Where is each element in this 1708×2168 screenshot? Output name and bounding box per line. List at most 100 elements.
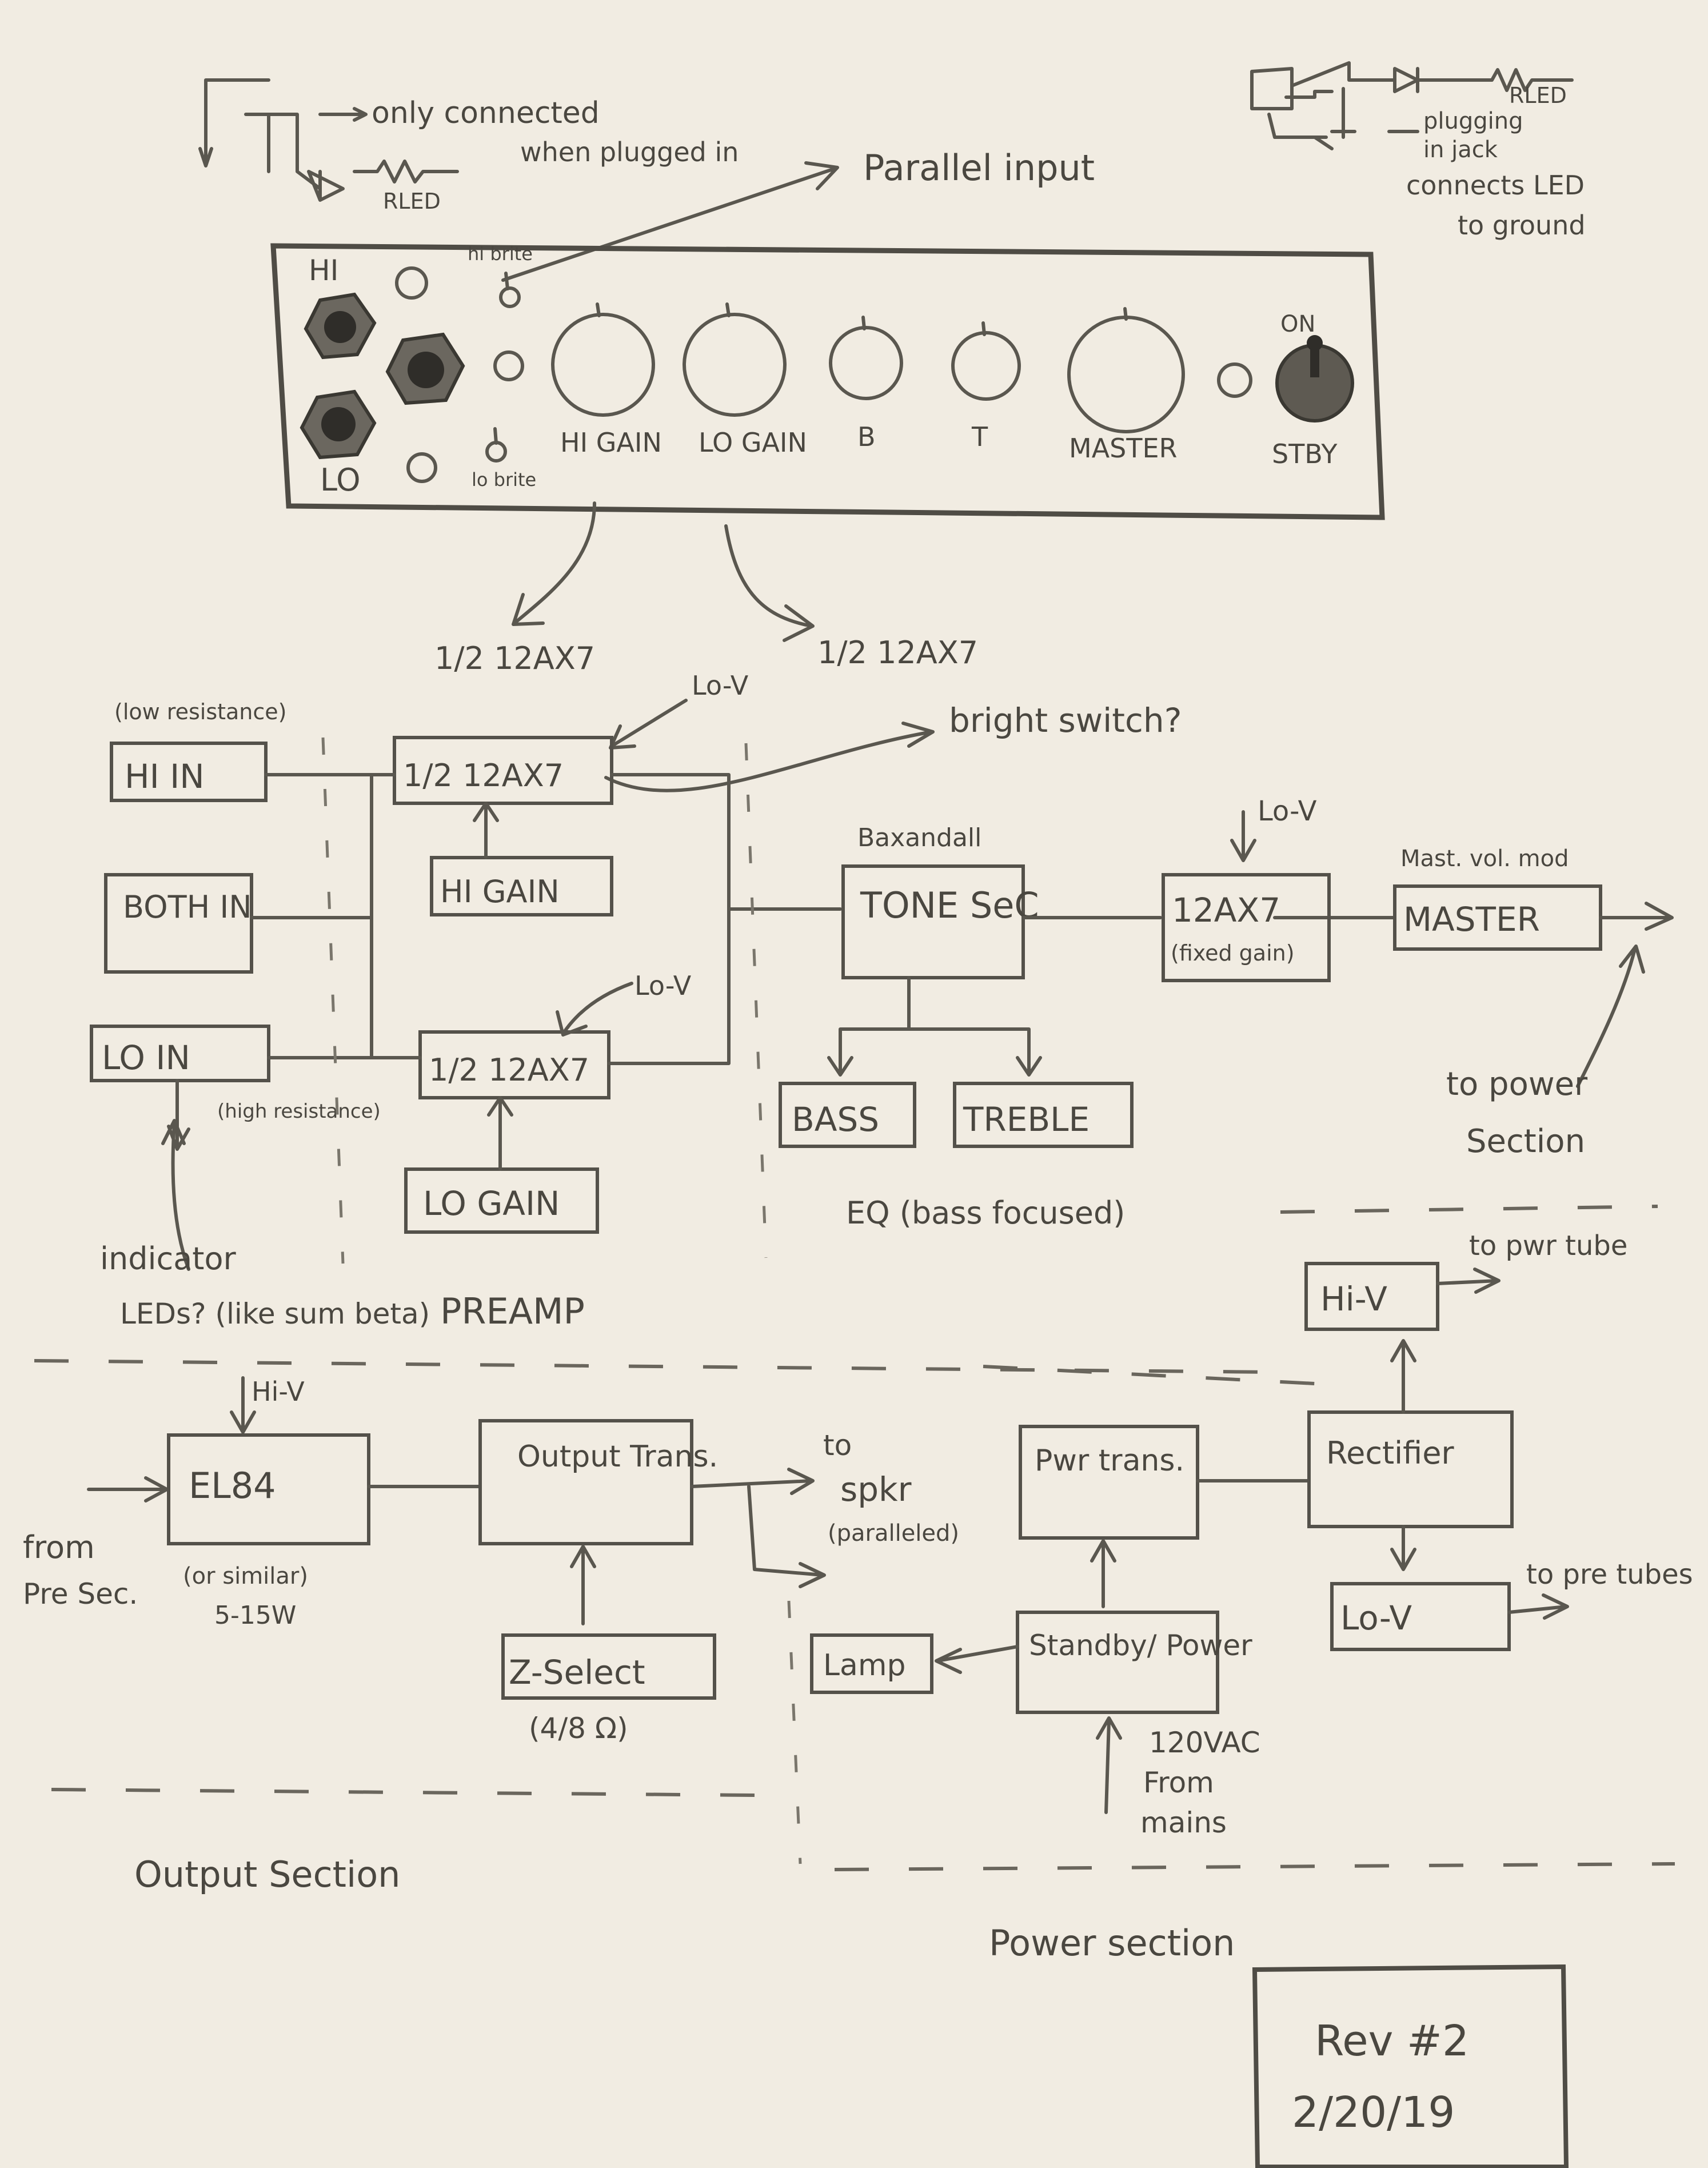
hi-in-block	[110, 742, 268, 802]
parallel-input-arrow	[501, 161, 839, 282]
or-similar-label: (or similar)	[183, 1563, 308, 1589]
panel-master-label: MASTER	[1069, 433, 1177, 464]
panel-stby-label: STBY	[1272, 439, 1338, 469]
hi-v-label: Hi-V	[1320, 1280, 1387, 1318]
tone-sec-label: TONE SeC	[860, 884, 1039, 926]
tone-sec-block	[841, 864, 1025, 979]
preamp-section-label: PREAMP	[440, 1290, 585, 1332]
parallel-input-label: Parallel input	[863, 147, 1095, 189]
treble-label: TREBLE	[963, 1100, 1090, 1139]
revision-box	[1252, 1964, 1569, 2168]
fixed-gain-label: (fixed gain)	[1171, 940, 1295, 966]
panel-lo-brite-label: lo brite	[472, 469, 536, 491]
panel-lo-label: LO	[320, 462, 361, 498]
to-power-section-note: Section	[1466, 1123, 1585, 1160]
revision-date: 2/20/19	[1292, 2088, 1455, 2137]
when-plugged-note: when plugged in	[520, 137, 739, 168]
to-pre-tubes-note: to pre tubes	[1526, 1559, 1693, 1591]
bright-switch-note: bright switch?	[949, 701, 1182, 740]
mains-line-1: 120VAC	[1149, 1726, 1260, 1759]
spkr-label: spkr	[840, 1470, 912, 1509]
el84-label: EL84	[189, 1465, 276, 1507]
hi-v-block	[1304, 1262, 1439, 1331]
tube-label-b: 1/2 12AX7	[817, 635, 978, 671]
indicator-arrow	[161, 1119, 190, 1271]
output-trans-block	[478, 1419, 693, 1545]
lo-v-label-a: Lo-V	[692, 670, 749, 701]
tube-12ax7-block	[1162, 873, 1331, 982]
jack-note-line-2: in jack	[1423, 137, 1498, 163]
pre-sec-label: Pre Sec.	[23, 1577, 138, 1611]
bass-knob-icon	[829, 326, 903, 400]
panel-hi-brite-label: hi brite	[468, 243, 533, 265]
bright-switch-arrow	[604, 722, 935, 792]
lamp-block	[810, 1633, 933, 1694]
panel-bass-label: B	[857, 421, 876, 452]
output-divider	[51, 1788, 755, 1797]
tube-12ax7-label: 12AX7	[1172, 891, 1280, 930]
output-section-label: Output Section	[134, 1854, 400, 1895]
hi-gain-arrow	[512, 501, 596, 626]
to-pwr-tube-note: to pwr tube	[1469, 1230, 1627, 1262]
bass-label: BASS	[792, 1100, 879, 1139]
panel-hi-label: HI	[309, 254, 338, 287]
power-divider	[834, 1862, 1675, 1871]
rled-right-label: RLED	[1509, 83, 1567, 108]
panel-treble-label: T	[971, 421, 988, 452]
ohms-label: (4/8 Ω)	[529, 1712, 628, 1745]
to-power-note: to power	[1446, 1066, 1588, 1103]
hi-in-label: HI IN	[125, 757, 205, 796]
treble-block	[953, 1082, 1134, 1148]
mains-line-3: mains	[1140, 1806, 1227, 1839]
lo-gain-arrow	[724, 524, 815, 642]
leds-note: LEDs? (like sum beta)	[120, 1297, 430, 1330]
eq-label: EQ (bass focused)	[846, 1195, 1125, 1231]
standby-block	[1016, 1611, 1219, 1714]
jack-switch-sketch	[198, 78, 459, 202]
lo-in-label: LO IN	[102, 1038, 190, 1077]
preamp-wiring	[250, 773, 842, 1171]
lo-v-label-c: Lo-V	[1258, 795, 1317, 827]
bass-block	[779, 1082, 916, 1148]
only-connected-note: only connected	[372, 96, 600, 130]
standby-label: Standby/ Power	[1029, 1629, 1252, 1662]
power-section-label: Power section	[989, 1922, 1235, 1964]
parallel-led-icon	[493, 350, 524, 381]
output-hv-label: Hi-V	[252, 1376, 305, 1407]
lo-v-label: Lo-V	[1340, 1599, 1412, 1637]
both-in-label: BOTH IN	[123, 889, 252, 925]
lo-gain-knob-icon	[683, 313, 787, 417]
treble-knob-icon	[951, 331, 1021, 401]
front-panel	[270, 243, 1385, 520]
lo-v-label-b: Lo-V	[634, 970, 692, 1001]
power-led-icon	[1217, 362, 1252, 398]
lo-v-block	[1330, 1582, 1511, 1651]
preamp-divider	[34, 1359, 1275, 1374]
master-knob-icon	[1067, 316, 1185, 433]
both-in-block	[104, 873, 253, 974]
hi-gain-label: HI GAIN	[440, 874, 560, 910]
high-resistance-note: (high resistance)	[217, 1100, 381, 1123]
watts-label: 5-15W	[214, 1601, 296, 1630]
jack-led-sketch	[1250, 61, 1574, 150]
mains-line-2: From	[1143, 1766, 1214, 1799]
rled-left-label: RLED	[383, 189, 441, 214]
tube-hi-block	[393, 736, 613, 805]
lo-led-icon	[406, 452, 437, 483]
z-select-label: Z-Select	[509, 1653, 645, 1692]
hi-gain-block	[430, 856, 613, 916]
jack-note-line-3: connects LED	[1406, 170, 1585, 201]
baxandall-note: Baxandall	[857, 823, 981, 852]
tube-lo-label: 1/2 12AX7	[429, 1052, 589, 1088]
hi-led-icon	[395, 266, 428, 300]
indicator-note: indicator	[100, 1241, 236, 1277]
revision-label: Rev #2	[1315, 2016, 1469, 2066]
panel-lo-gain-label: LO GAIN	[699, 427, 807, 458]
jack-note-line-4: to ground	[1458, 210, 1586, 241]
el84-block	[167, 1433, 370, 1545]
rectifier-block	[1307, 1410, 1514, 1528]
panel-on-label: ON	[1280, 311, 1315, 337]
lo-brite-switch-icon	[485, 441, 507, 463]
lamp-label: Lamp	[823, 1648, 906, 1683]
